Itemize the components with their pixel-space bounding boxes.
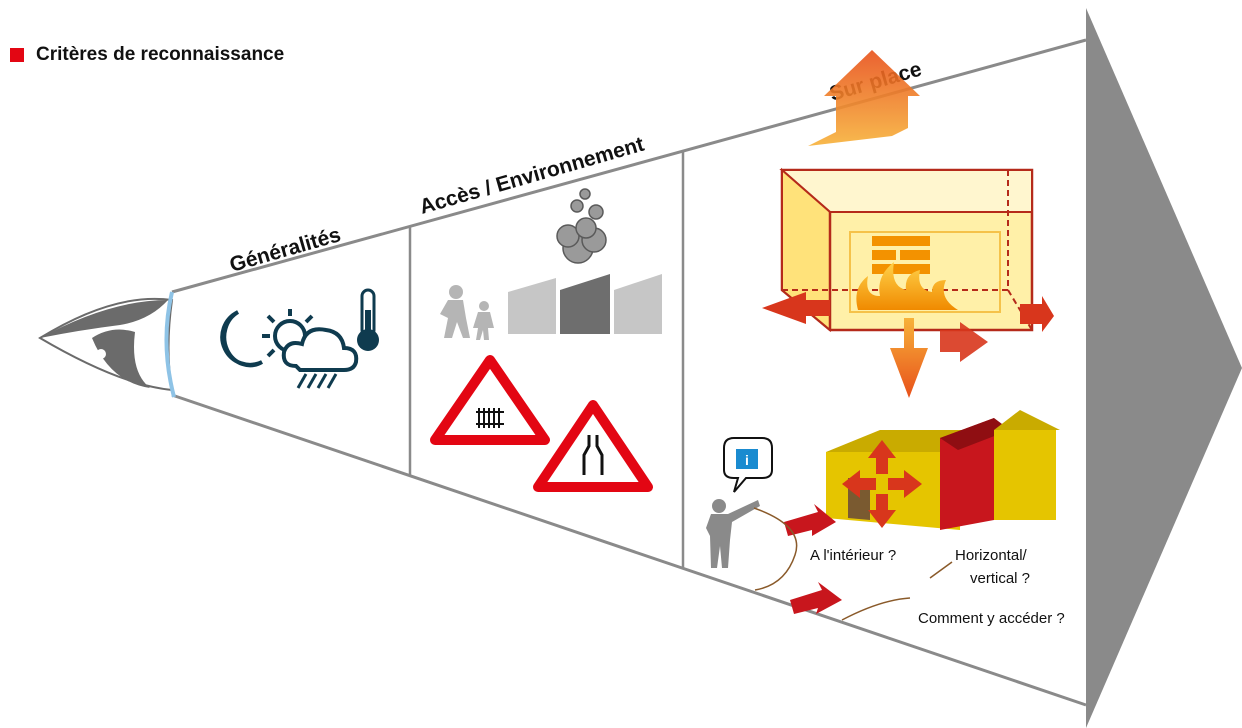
weather-icons: [220, 288, 379, 389]
stage-label-generalites: Généralités: [227, 223, 343, 277]
heading-text: Critères de reconnaissance: [36, 44, 285, 65]
smoke-icon: [556, 188, 607, 264]
people-icon: [440, 285, 494, 340]
heading-bullet: [10, 48, 24, 62]
moon-icon: [220, 310, 264, 368]
building-blocks-icon: [784, 410, 1060, 614]
stage-label-acces: Accès / Environnement: [417, 133, 647, 219]
leader-line-access: [841, 597, 911, 621]
note-direction-2: vertical ?: [970, 570, 1030, 587]
leader-line-direction: [929, 561, 953, 579]
leader-line-inside: [753, 507, 798, 591]
buildings-icon: [508, 274, 662, 334]
road-narrows-sign-icon: [533, 400, 653, 492]
info-bubble-icon: i: [723, 437, 773, 493]
note-access: Comment y accéder ?: [918, 610, 1065, 627]
fire-compartment-icon: [762, 50, 1054, 398]
funnel-outline: [171, 38, 1087, 707]
thermometer-icon: [357, 288, 379, 351]
info-glyph: i: [745, 452, 749, 468]
direction-arrow-head: [1086, 8, 1242, 728]
cloud-rain-icon: [281, 327, 359, 389]
diagram-heading: Critères de reconnaissance: [10, 44, 284, 66]
railway-crossing-sign-icon: [430, 355, 550, 445]
person-pointing-icon: [706, 499, 760, 568]
eye-icon: [38, 291, 176, 398]
note-direction-1: Horizontal/: [955, 547, 1028, 564]
note-inside: A l'intérieur ?: [810, 547, 896, 564]
